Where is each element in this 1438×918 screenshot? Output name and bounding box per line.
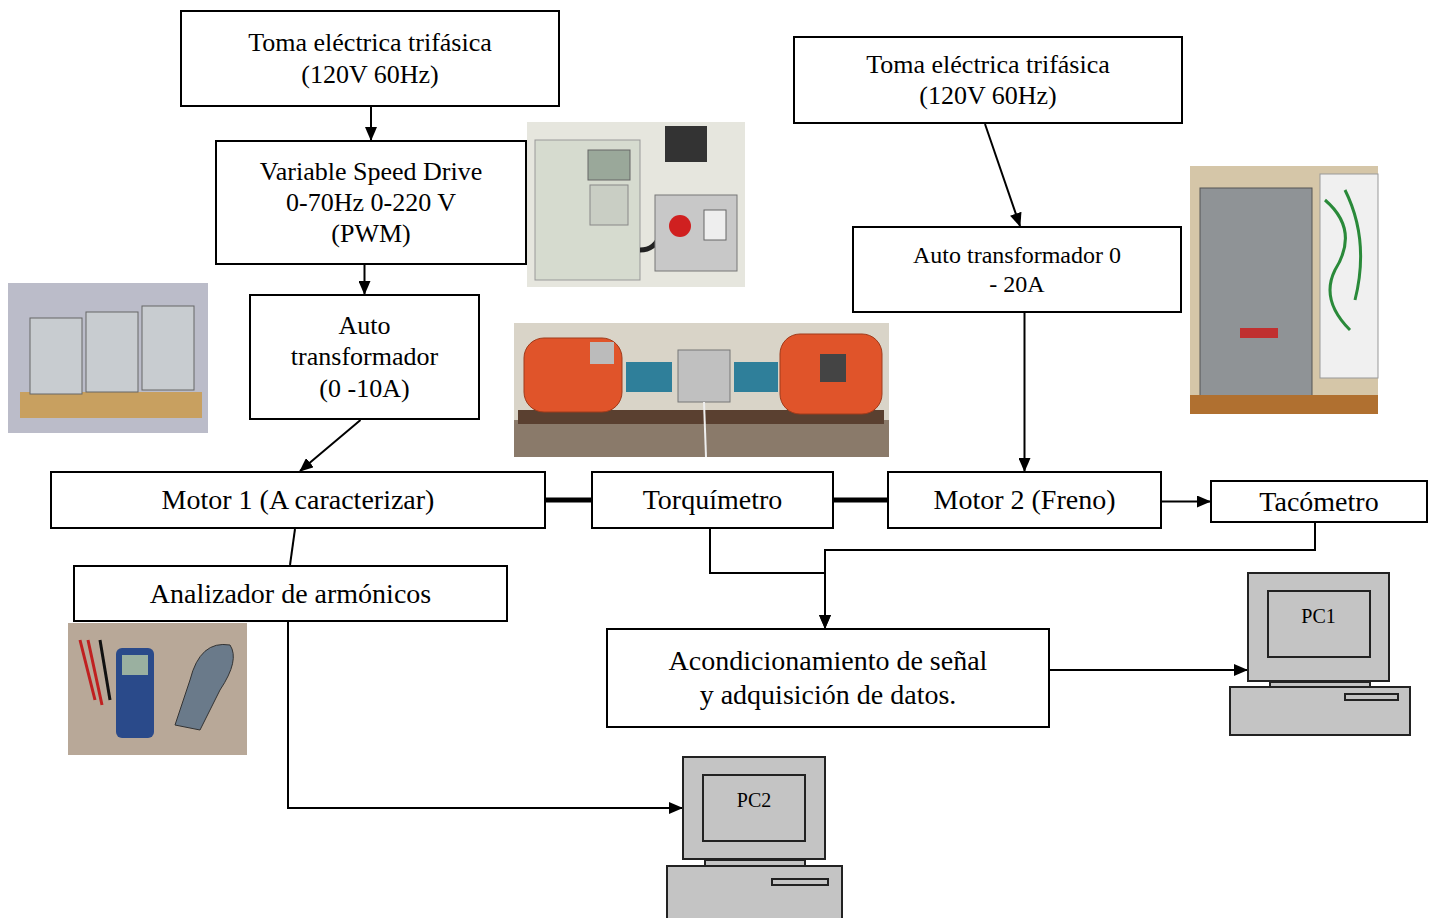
box-label: Motor 2 (Freno) (934, 483, 1116, 517)
box-label: Toma eléctrica trifásica (120V 60Hz) (220, 27, 520, 89)
computer-monitor: PC2 (682, 756, 826, 860)
process-box: Motor 1 (A caracterizar) (50, 471, 546, 529)
box-label: Acondicionamiento de señal y adquisición… (663, 644, 993, 711)
autotransformer-unit (30, 318, 82, 394)
cabinet (1200, 188, 1312, 400)
switch (704, 210, 726, 240)
wood-base (20, 392, 202, 418)
computer-label: PC2 (702, 774, 806, 842)
switch-panel (655, 195, 737, 271)
box-label: Motor 1 (A caracterizar) (162, 483, 435, 517)
analyzer-photo (68, 623, 247, 755)
cabinet-plate (1240, 328, 1278, 338)
box-label: Auto transformador (0 -10A) (280, 310, 450, 404)
motor-body (780, 334, 882, 414)
connector (300, 420, 361, 471)
process-box: Toma eléctrica trifásica (120V 60Hz) (180, 10, 560, 107)
drive-unit (535, 140, 640, 280)
connector (710, 529, 825, 628)
drive-display (588, 150, 630, 180)
test-lead (100, 640, 110, 700)
sensor-cable (704, 402, 706, 457)
connector (370, 107, 372, 140)
connector (1050, 669, 1247, 671)
connector (1162, 501, 1210, 503)
motor-body (524, 338, 622, 412)
motor-bench-photo (514, 323, 889, 457)
computer-base (1230, 682, 1410, 735)
table (1190, 395, 1378, 414)
disk-slot (772, 879, 828, 885)
photo-ground (1190, 166, 1378, 414)
test-lead (80, 640, 102, 705)
process-box: Acondicionamiento de señal y adquisición… (606, 628, 1050, 728)
connector (834, 498, 887, 503)
disk-slot (1345, 694, 1398, 700)
autotransformer-unit (86, 312, 138, 392)
autotransformer-photo (8, 283, 208, 433)
computer-label: PC1 (1267, 590, 1371, 658)
torque-sensor (678, 350, 730, 402)
wire (1325, 200, 1350, 330)
coupling (734, 362, 778, 392)
current-clamp (175, 644, 233, 730)
drive-keypad (590, 185, 628, 225)
computer-case (1230, 687, 1410, 735)
control-box (665, 126, 707, 162)
box-label: Auto transformador 0 - 20A (910, 241, 1125, 299)
autotransformer-photo (1190, 166, 1378, 414)
stop-button (669, 215, 691, 237)
wire (1345, 190, 1361, 300)
connector (546, 498, 591, 503)
box-label: Variable Speed Drive 0-70Hz 0-220 V (PWM… (246, 156, 496, 250)
connector (290, 529, 295, 565)
coupling (626, 362, 672, 392)
connector (985, 124, 1020, 226)
junction-box (820, 354, 846, 382)
process-box: Torquímetro (591, 471, 834, 529)
computer-case (667, 866, 842, 918)
junction-box (590, 342, 614, 364)
wiring-panel (1320, 174, 1378, 378)
analyzer-body (116, 648, 154, 738)
connector (364, 265, 366, 294)
analyzer-screen (122, 655, 148, 675)
process-box: Auto transformador 0 - 20A (852, 226, 1182, 313)
computer-base (667, 860, 842, 918)
floor (514, 420, 889, 457)
process-box: Motor 2 (Freno) (887, 471, 1162, 529)
process-box: Analizador de armónicos (73, 565, 508, 622)
photo-ground (8, 283, 208, 433)
process-box: Toma eléctrica trifásica (120V 60Hz) (793, 36, 1183, 124)
connector (1024, 313, 1026, 471)
autotransformer-unit (142, 306, 194, 390)
photo-ground (514, 323, 889, 457)
box-label: Toma eléctrica trifásica (120V 60Hz) (838, 49, 1138, 111)
process-box: Tacómetro (1210, 480, 1428, 523)
connector (825, 523, 1315, 628)
process-box: Auto transformador (0 -10A) (249, 294, 480, 420)
process-box: Variable Speed Drive 0-70Hz 0-220 V (PWM… (215, 140, 527, 265)
drive-photo (527, 122, 745, 287)
box-label: Tacómetro (1259, 485, 1378, 519)
computer-monitor: PC1 (1247, 572, 1390, 682)
box-label: Torquímetro (643, 483, 783, 517)
photo-ground (68, 623, 247, 755)
box-label: Analizador de armónicos (150, 577, 431, 611)
photo-ground (527, 122, 745, 287)
